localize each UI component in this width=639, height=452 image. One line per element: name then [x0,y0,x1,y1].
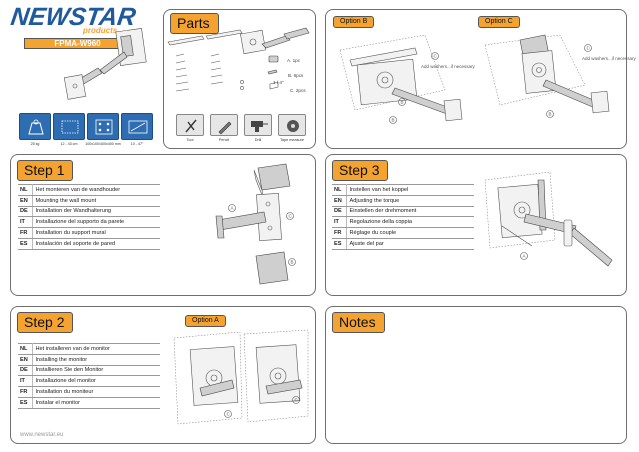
part-a-label: A. 1pc [287,58,301,63]
brand-name: NEWSTAR [9,3,138,31]
option-c-tag: Option C [478,16,520,28]
callout-c-c: C [587,46,591,51]
tool-icon [176,114,204,136]
tape-measure-label: Tape measure [279,138,305,142]
pencil-label: Pencil [218,138,230,142]
parts-title: Parts [170,13,219,34]
screen-inch-icon [121,113,153,140]
callout-b-1: B [291,260,294,265]
option-b-tag: Option B [333,16,375,28]
weight-icon [19,113,51,140]
option-b-note: Add washers...if necessary [421,64,476,69]
option-a-tag: Option A [185,315,226,327]
step2-title: Step 2 [17,312,74,333]
part-b-label: B. 6pcs [288,73,304,78]
callout-b2-b: B [392,118,395,123]
spec-size-label: 12 - 43 cm [60,142,78,146]
step1-title: Step 1 [17,160,74,181]
parts-drawing [167,27,310,92]
tape-measure-icon [278,114,306,136]
vesa-icon [87,113,119,140]
callout-b-c: B [549,112,552,117]
callout-c-b: C [434,54,438,59]
callout-a-1: A [231,206,234,211]
callout-a-3: A [523,254,526,259]
fraction-label: 1 / 4" [273,80,284,85]
brand-tagline: products [83,26,118,35]
option-c-note: Add washers...if necessary [582,56,637,61]
callout-b-b: B [401,100,404,105]
screen-size-icon [53,113,85,140]
footer-url[interactable]: www.newstar.eu [20,432,64,438]
callout-c2-2: C [295,398,299,403]
spec-weight-label: 25 kg [30,142,40,146]
spec-vesa-label: 100x100/400x400 mm [85,142,121,146]
step1-drawing: A B C [215,163,296,285]
pencil-icon [210,114,238,136]
tool-label: Tool [186,138,194,142]
spec-inch-label: 10 - 47" [130,142,144,146]
step3-title: Step 3 [332,160,389,181]
part-c-label: C. 2pcs [290,88,306,93]
option-b-drawing: C B B Add washers...if necessary [339,34,476,124]
step2-drawing: C C [173,329,309,425]
callout-c-2: C [227,412,231,417]
drill-label: Drill [254,138,262,142]
callout-c-1: C [289,214,293,219]
notes-title: Notes [332,312,385,333]
option-c-drawing: C B Add washers...if necessary [484,34,637,118]
step3-drawing: A [484,171,613,267]
brand-logo: NEWSTAR products [9,3,151,35]
product-overview-drawing [63,28,147,100]
drill-icon [244,114,272,136]
